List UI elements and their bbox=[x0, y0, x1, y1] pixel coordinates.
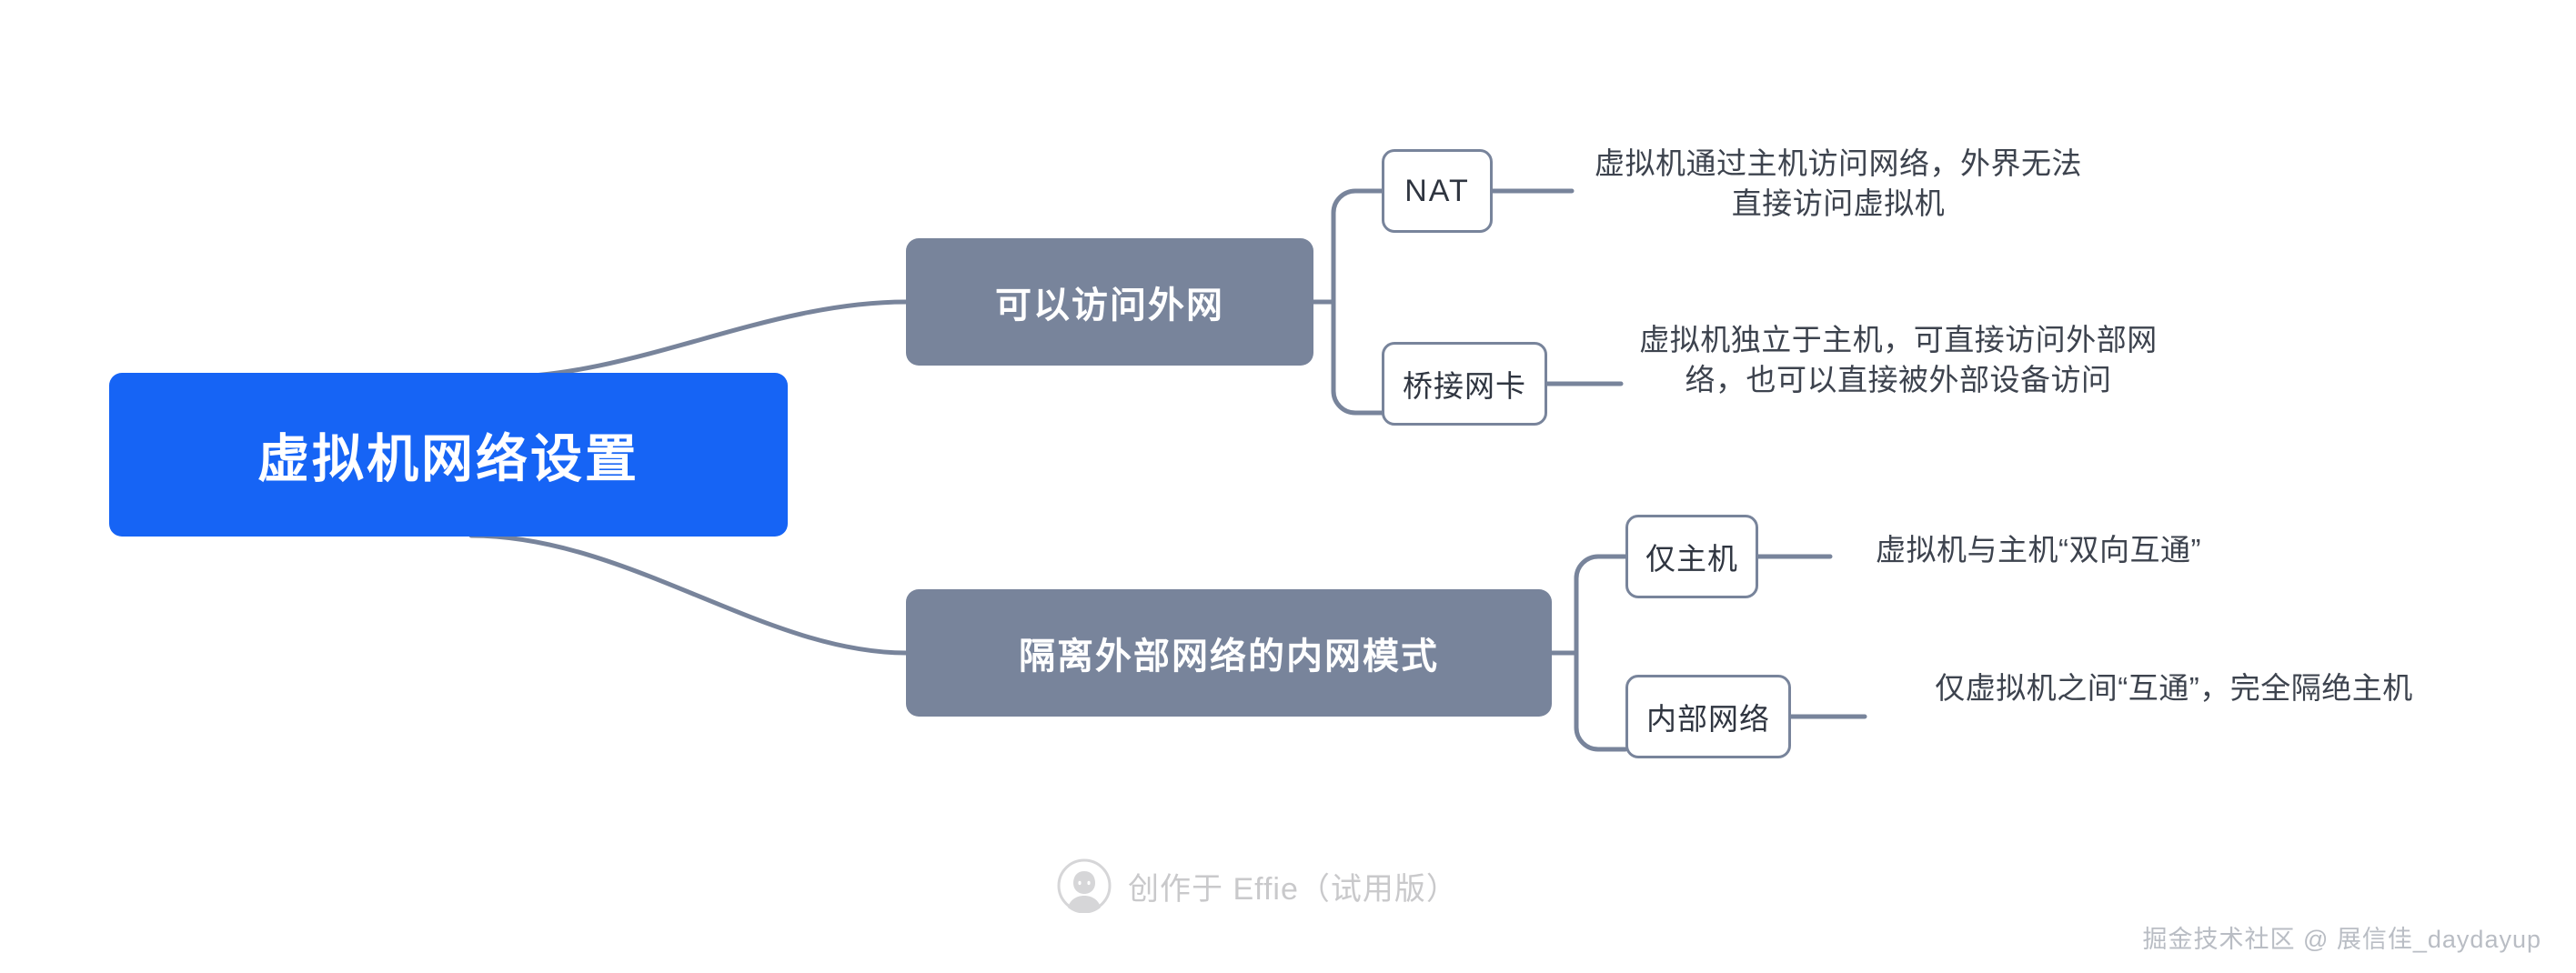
description-internal-network: 仅虚拟机之间“互通”，完全隔绝主机 bbox=[1935, 671, 2413, 705]
leaf-node-bridged-nic[interactable]: 桥接网卡 bbox=[1382, 342, 1547, 426]
branch-node-external-access[interactable]: 可以访问外网 bbox=[906, 238, 1313, 366]
leaf-node-nat[interactable]: NAT bbox=[1382, 149, 1493, 233]
watermark: 创作于 Effie（试用版） bbox=[1057, 858, 1458, 913]
leaf-node-host-only[interactable]: 仅主机 bbox=[1625, 515, 1758, 598]
leaf-node-internal-network[interactable]: 内部网络 bbox=[1625, 675, 1791, 758]
description-bridged-nic: 虚拟机独立于主机，可直接访问外部网络，也可以直接被外部设备访问 bbox=[1639, 323, 2158, 396]
branch-node-isolated-internal[interactable]: 隔离外部网络的内网模式 bbox=[906, 589, 1552, 717]
attribution-text: 掘金技术社区 @ 展信佳_daydayup bbox=[2142, 926, 2541, 953]
root-node[interactable]: 虚拟机网络设置 bbox=[109, 373, 788, 537]
connector-root-to-branch1 bbox=[493, 299, 909, 380]
description-nat: 虚拟机通过主机访问网络，外界无法直接访问虚拟机 bbox=[1595, 146, 2082, 220]
watermark-text: 创作于 Effie（试用版） bbox=[1128, 871, 1458, 907]
description-host-only: 虚拟机与主机“双向互通” bbox=[1876, 533, 2201, 567]
connector-branch1-bracket bbox=[1331, 188, 1384, 416]
avatar-icon bbox=[1057, 858, 1112, 913]
connector-branch2-bracket bbox=[1574, 554, 1628, 752]
connector-root-to-branch2 bbox=[468, 533, 909, 656]
